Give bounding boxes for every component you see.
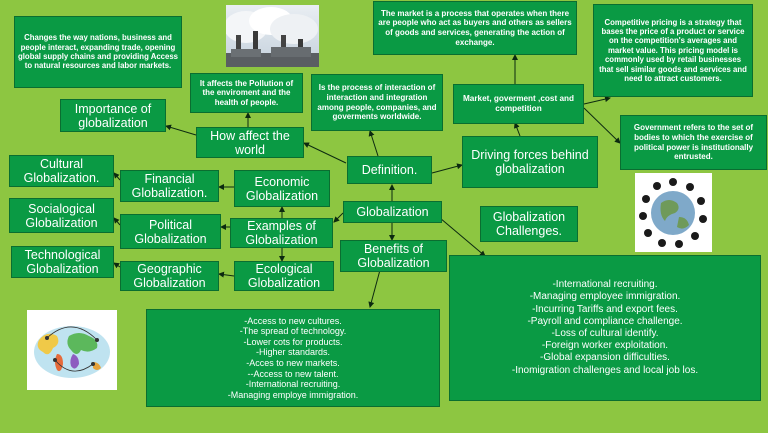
node-how-affect: How affect the world (196, 127, 304, 158)
node-challenges: Globalization Challenges. (480, 206, 578, 242)
pollution-note: It affects the Pollution of the envirome… (190, 73, 303, 113)
node-cultural: Cultural Globalization. (9, 155, 114, 187)
node-definition: Definition. (347, 156, 432, 184)
challenge-item: -Foreign worker exploitation. (541, 340, 669, 352)
benefit-item: -Acces to new markets. (246, 358, 340, 368)
benefit-item: -Higher standards. (255, 347, 331, 358)
benefit-item: -Access to new cultures. (244, 315, 342, 326)
line-forces-list (513, 122, 521, 137)
line-list-pricing (583, 96, 611, 105)
factory-smoke-image (226, 5, 319, 67)
challenge-item: -Incurring Tariffs and export fees. (532, 303, 678, 315)
definition-description: Is the process of interaction of interac… (311, 74, 443, 131)
challenges-list: -International recruiting. -Managing emp… (449, 255, 761, 401)
line-definition-howaffect (303, 142, 347, 164)
importance-description: Changes the way nations, business and pe… (14, 16, 182, 88)
benefit-item: -International recruiting. (245, 379, 341, 390)
world-map-illustration (27, 310, 117, 390)
line-howaffect-importance (165, 124, 197, 136)
node-financial: Financial Globalization. (120, 170, 219, 202)
benefit-item: --Access to new talent. (247, 368, 339, 379)
line-globalization-examples (333, 212, 344, 223)
benefit-item: -The spread of technology. (239, 326, 347, 337)
node-ecological: Ecological Globalization (234, 261, 334, 291)
node-globalization: Globalization (343, 201, 442, 223)
competitive-pricing-note: Competitive pricing is a strategy that b… (593, 4, 753, 97)
line-definition-forces (431, 163, 463, 174)
node-economic: Economic Globalization (234, 170, 330, 207)
node-political: Political Globalization (120, 214, 221, 249)
line-definition-desc (368, 130, 379, 157)
node-geographic: Geographic Globalization (120, 261, 219, 291)
line-ecological-geographic (218, 271, 235, 278)
benefit-item: -Lower cots for products. (243, 336, 343, 347)
node-benefits: Benefits of Globalization (340, 240, 447, 272)
challenge-item: -Global expansion difficulties. (540, 352, 670, 364)
benefits-list: -Access to new cultures. -The spread of … (146, 309, 440, 407)
market-note: The market is a process that operates wh… (373, 1, 577, 55)
challenge-item: -Inomigration challenges and local job l… (511, 364, 699, 376)
challenge-item: -Payroll and compliance challenge. (527, 315, 683, 327)
forces-list: Market, goverment ,cost and competition (453, 84, 584, 124)
people-around-globe-image (635, 173, 712, 252)
challenge-item: -International recruiting. (552, 279, 658, 291)
node-importance: Importance of globalization (60, 99, 166, 132)
node-driving-forces: Driving forces behind globalization (462, 136, 598, 188)
node-technological: Technological Globalization (11, 246, 114, 278)
government-note: Government refers to the set of bodies t… (620, 115, 767, 170)
challenge-item: -Managing employee immigration. (529, 291, 681, 303)
line-benefits-list (368, 269, 381, 308)
node-examples: Examples of Globalization (230, 218, 333, 248)
benefit-item: -Managing employe immigration. (227, 389, 359, 400)
challenge-item: -Loss of cultural identify. (551, 328, 659, 339)
node-socialogical: Socialogical Globalization (9, 198, 114, 233)
